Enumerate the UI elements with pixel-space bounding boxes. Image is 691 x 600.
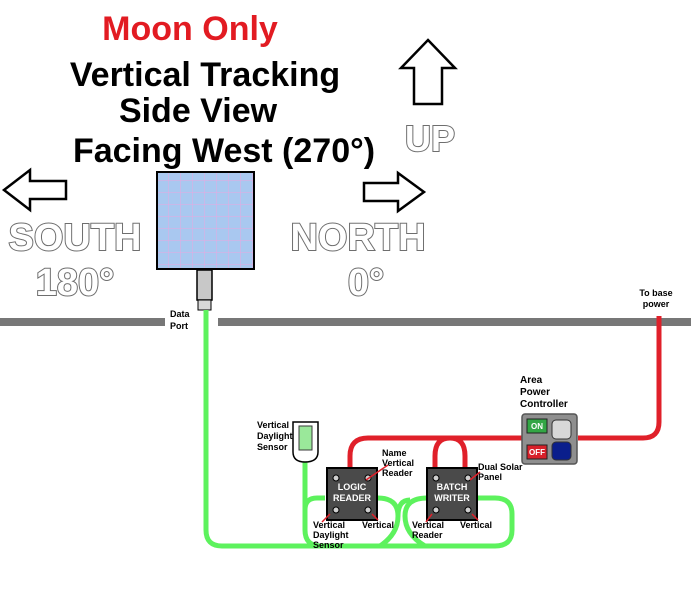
ground-right — [218, 318, 691, 326]
apc-label-1: Area — [520, 375, 543, 386]
pointer-lines — [321, 464, 481, 523]
screw-icon — [432, 506, 440, 514]
batch-writer-label-1: BATCH — [437, 482, 468, 492]
ground-left — [0, 318, 165, 326]
data-port-label-1: Data — [170, 309, 191, 319]
screw-icon — [332, 506, 340, 514]
on-indicator — [526, 418, 548, 434]
lr-bottom-right-label: Vertical — [362, 520, 394, 530]
title-line-3: Facing West (270°) — [73, 132, 375, 170]
north-degree: 0° — [348, 262, 384, 304]
north-arrow-icon — [362, 170, 427, 214]
lr-bottom-left-label-3: Sensor — [313, 540, 344, 550]
south-degree: 180° — [36, 262, 115, 304]
up-label: UP — [405, 118, 455, 159]
on-label: ON — [531, 422, 543, 431]
screw-icon — [464, 474, 472, 482]
dual-solar-label-1: Dual Solar — [478, 462, 523, 472]
panel-mount — [196, 269, 213, 301]
bw-bottom-left-label-1: Vertical — [412, 520, 444, 530]
logic-reader-label-1: LOGIC — [338, 482, 367, 492]
to-base-label-1: To base — [639, 288, 672, 298]
power-switch-on-button — [551, 419, 572, 440]
north-label: NORTH — [290, 217, 425, 259]
south-label: SOUTH — [9, 217, 142, 259]
batch-writer-label-2: WRITER — [434, 493, 470, 503]
name-vr-label-2: Vertical — [382, 458, 414, 468]
dual-solar-label-2: Panel — [478, 472, 502, 482]
data-port-connector — [197, 299, 212, 311]
vds-label-3: Sensor — [257, 442, 288, 452]
screw-icon — [464, 506, 472, 514]
data-port-label-2: Port — [170, 321, 188, 331]
bw-bottom-right-label: Vertical — [460, 520, 492, 530]
apc-label-3: Controller — [520, 399, 568, 410]
data-cable — [203, 310, 515, 549]
up-arrow-icon — [398, 38, 458, 106]
logic-reader-label-2: READER — [333, 493, 372, 503]
solar-panel — [156, 171, 255, 270]
vds-label-2: Daylight — [257, 431, 293, 441]
off-label: OFF — [529, 448, 545, 457]
power-cable — [347, 316, 662, 470]
title-line-1: Vertical Tracking — [70, 56, 340, 94]
mode-title: Moon Only — [102, 10, 278, 48]
power-switch-off-button — [551, 441, 572, 461]
screw-icon — [432, 474, 440, 482]
bw-bottom-left-label-2: Reader — [412, 530, 443, 540]
name-vr-label-3: Reader — [382, 468, 413, 478]
daylight-sensor-window — [298, 425, 313, 451]
title-line-2: Side View — [119, 92, 278, 130]
vds-label-1: Vertical — [257, 420, 289, 430]
lr-bottom-left-label-1: Vertical — [313, 520, 345, 530]
apc-label-2: Power — [520, 387, 550, 398]
name-vr-label-1: Name — [382, 448, 407, 458]
screw-icon — [332, 474, 340, 482]
off-indicator — [526, 444, 548, 460]
to-base-label-2: power — [643, 299, 670, 309]
screw-icon — [364, 506, 372, 514]
south-arrow-icon — [1, 167, 68, 213]
lr-bottom-left-label-2: Daylight — [313, 530, 349, 540]
